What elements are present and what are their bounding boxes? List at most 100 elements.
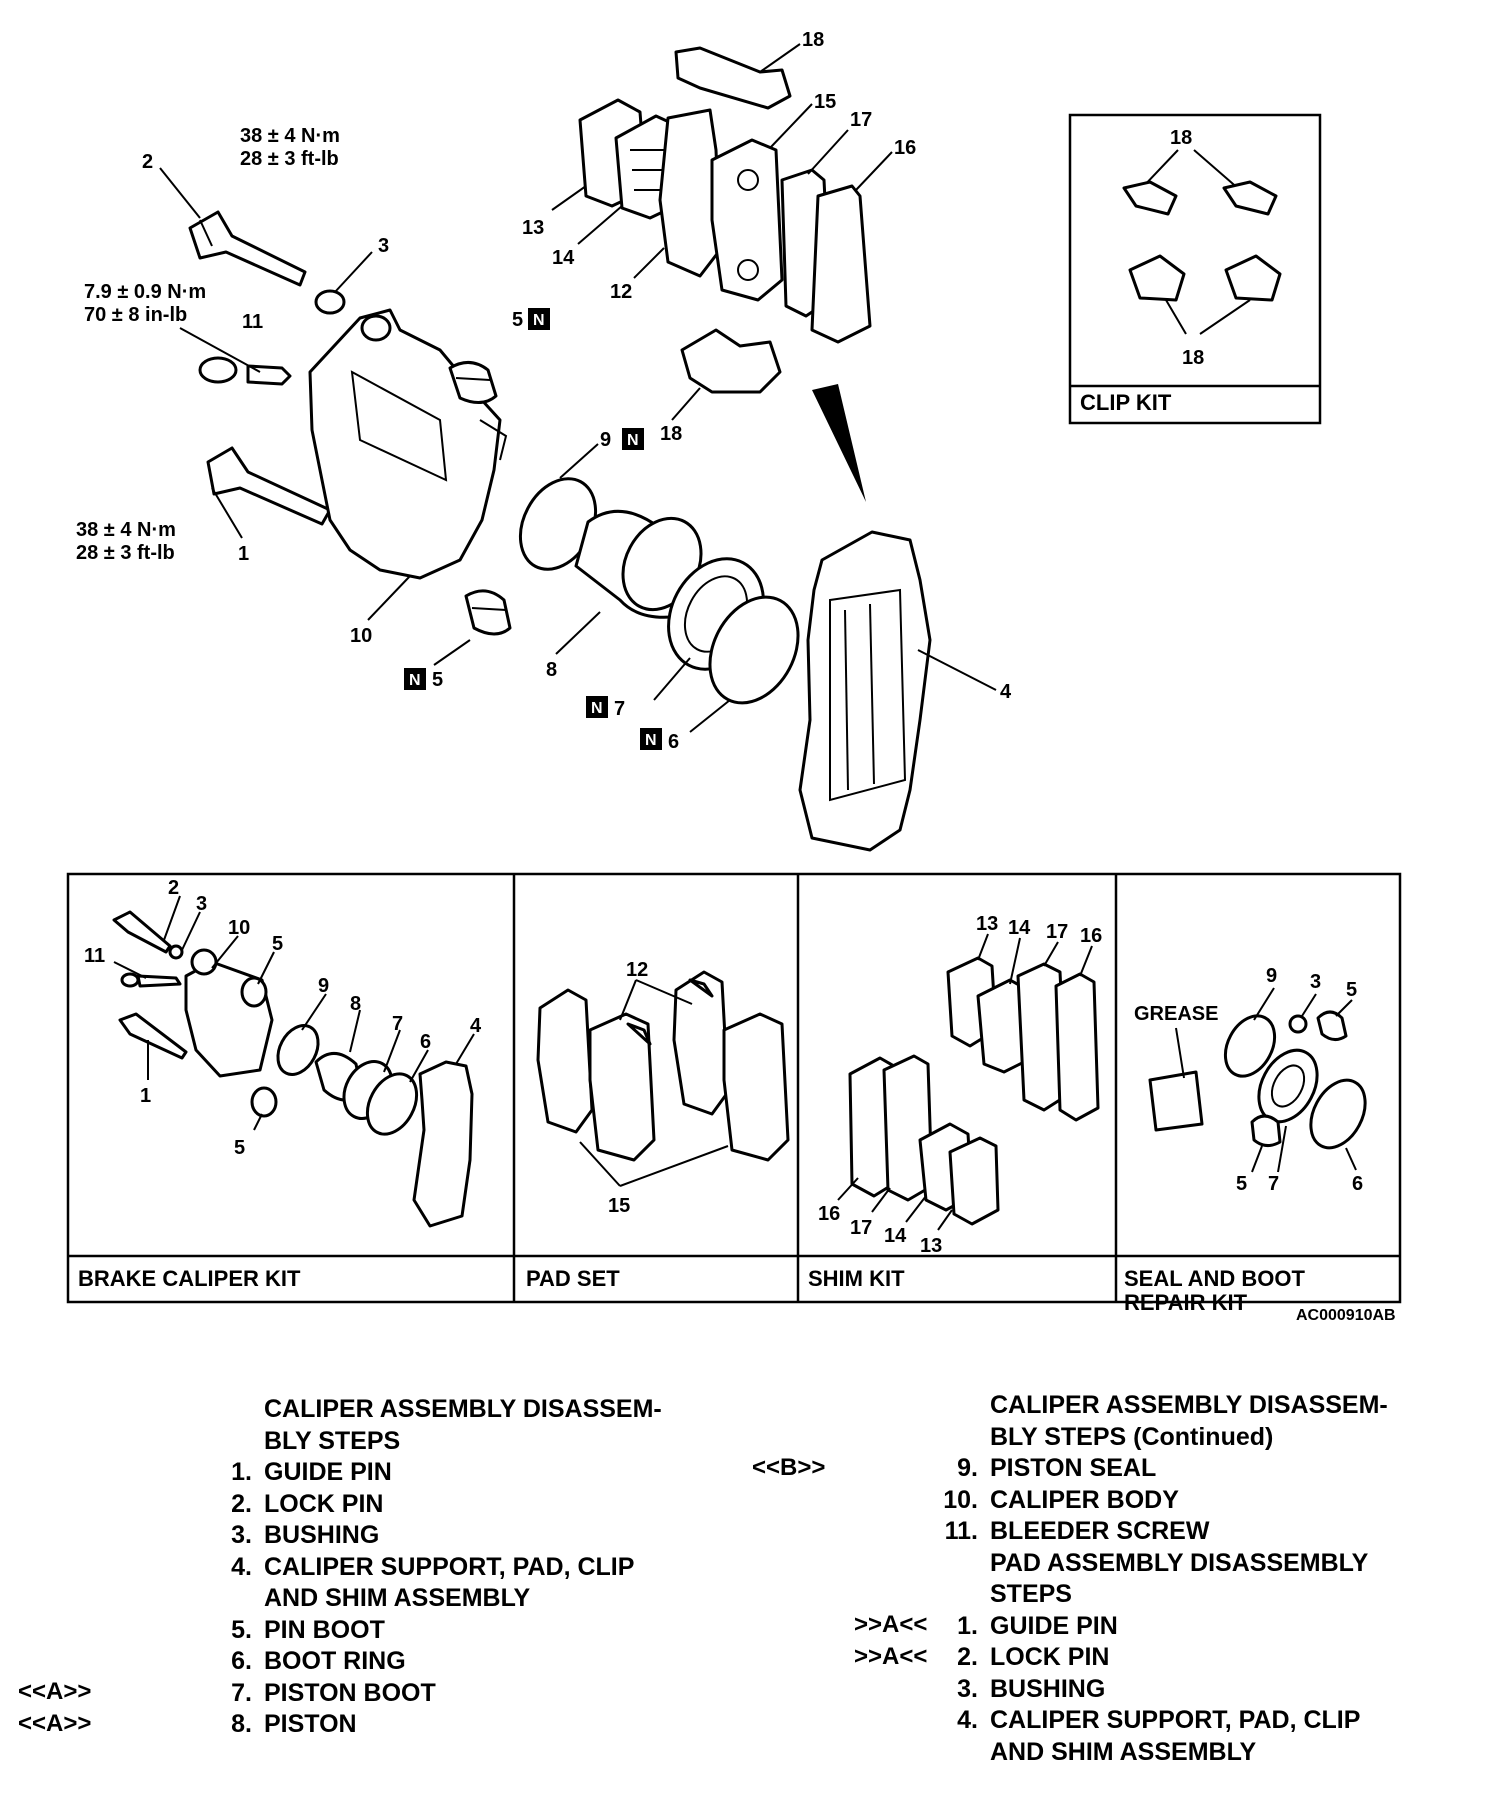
service-mark-a-step8: <<A>> — [18, 1710, 92, 1737]
kit1-callout-7: 7 — [392, 1013, 403, 1035]
caliper-support-part — [798, 530, 932, 852]
clip-kit-box: 18 18 CLIP KIT — [1068, 113, 1322, 425]
step-row: 6.BOOT RING — [208, 1646, 728, 1678]
step-text: LOCK PIN — [264, 1489, 384, 1518]
shim-kit-illustration — [848, 956, 1100, 1226]
seal-boot-kit-label-line1: SEAL AND BOOT — [1124, 1266, 1305, 1291]
lock-pin-torque-nm: 38 ± 4 N·m — [240, 125, 340, 147]
pad-set-label: PAD SET — [526, 1266, 620, 1291]
pad-step-row: 2.LOCK PIN — [934, 1642, 1474, 1674]
callout-18-lower: 18 — [660, 423, 682, 445]
kit1-callout-8: 8 — [350, 993, 361, 1015]
callout-5-lower: 5 — [432, 669, 443, 691]
new-part-mark-6-letter: N — [645, 732, 657, 749]
step-row: 3.BUSHING — [208, 1520, 728, 1552]
seal-kit-callout-9: 9 — [1266, 965, 1277, 987]
step-row: 9.PISTON SEAL — [934, 1453, 1474, 1485]
steps-continued-heading-line1: CALIPER ASSEMBLY DISASSEM- — [990, 1391, 1388, 1419]
step-row: 10.CALIPER BODY — [934, 1485, 1474, 1517]
seal-kit-callout-5-bottom: 5 — [1236, 1173, 1247, 1195]
pad-step-row: 1.GUIDE PIN — [934, 1611, 1474, 1643]
pad-set-callout-12: 12 — [626, 959, 648, 981]
pad-set-callout-15: 15 — [608, 1195, 630, 1217]
brake-caliper-kit-illustration — [112, 910, 474, 1228]
new-part-mark-9 — [622, 428, 644, 450]
bleeder-screw-part — [198, 356, 292, 386]
pad-15-part — [710, 138, 784, 302]
service-mark-a-pad-step2: >>A<< — [854, 1643, 928, 1670]
seal-kit-callout-3: 3 — [1310, 971, 1321, 993]
service-mark-a-pad-step1: >>A<< — [854, 1611, 928, 1638]
step-text: CALIPER SUPPORT, PAD, CLIP — [990, 1706, 1361, 1734]
step-text: CALIPER SUPPORT, PAD, CLIP — [264, 1552, 635, 1581]
shim-kit-callout-16-top: 16 — [1080, 925, 1102, 947]
step-text: BOOT RING — [264, 1647, 406, 1675]
kit1-callout-3: 3 — [196, 893, 207, 915]
assembly-direction-arrow — [812, 384, 866, 502]
kit1-callout-9: 9 — [318, 975, 329, 997]
service-mark-b-step9: <<B>> — [752, 1454, 826, 1481]
brake-caliper-kit-label: BRAKE CALIPER KIT — [78, 1266, 301, 1291]
step-text: LOCK PIN — [990, 1643, 1110, 1671]
callout-15: 15 — [814, 91, 836, 113]
step-row: AND SHIM ASSEMBLY — [208, 1583, 728, 1615]
step-text: PISTON — [264, 1710, 357, 1738]
callout-1: 1 — [238, 543, 249, 565]
step-row: 5.PIN BOOT — [208, 1615, 728, 1647]
step-text: BUSHING — [264, 1521, 380, 1549]
kit1-callout-5-upper: 5 — [272, 933, 283, 955]
callout-16: 16 — [894, 137, 916, 159]
step-text: PISTON BOOT — [264, 1678, 436, 1707]
callout-2: 2 — [142, 151, 153, 173]
kit1-callout-11: 11 — [84, 945, 105, 967]
step-text: BLEEDER SCREW — [990, 1517, 1210, 1545]
callout-4: 4 — [1000, 681, 1012, 703]
guide-pin-torque-ftlb: 28 ± 3 ft-lb — [76, 542, 175, 564]
callout-7: 7 — [614, 698, 625, 720]
clip-kit-callout-18-bottom: 18 — [1182, 347, 1204, 369]
callout-3: 3 — [378, 235, 389, 257]
pad-step-row: 4.CALIPER SUPPORT, PAD, CLIP — [934, 1705, 1474, 1737]
kit1-callout-5-lower: 5 — [234, 1137, 245, 1159]
callout-11: 11 — [242, 311, 263, 333]
step-text: PIN BOOT — [264, 1615, 385, 1644]
callout-13: 13 — [522, 217, 544, 239]
new-part-mark-7 — [586, 696, 608, 718]
caliper-body-part — [308, 308, 508, 580]
boot-ring-part — [708, 595, 800, 705]
new-part-mark-5-lower — [404, 668, 426, 690]
shim-kit-callout-16-bottom: 16 — [818, 1203, 840, 1225]
callout-12: 12 — [610, 281, 632, 303]
pin-boot-lower-part — [464, 589, 512, 636]
caliper-exploded-diagram: 38 ± 4 N·m 28 ± 3 ft-lb 7.9 ± 0.9 N·m 70… — [66, 29, 1402, 1320]
shim-kit-callout-13-top: 13 — [976, 913, 998, 935]
figure-code: AC000910AB — [1296, 1307, 1396, 1320]
shim-kit-callout-14-bottom: 14 — [884, 1225, 907, 1247]
new-part-mark-5-lower-letter: N — [409, 672, 421, 689]
step-text: PISTON SEAL — [990, 1454, 1157, 1482]
step-row: 8.PISTON — [208, 1709, 728, 1741]
step-row: 4.CALIPER SUPPORT, PAD, CLIP — [208, 1552, 728, 1584]
step-text: AND SHIM ASSEMBLY — [264, 1584, 531, 1612]
grease-label: GREASE — [1134, 1003, 1218, 1025]
kit1-callout-6: 6 — [420, 1031, 431, 1053]
pad-12-part — [658, 108, 722, 278]
kit1-callout-10: 10 — [228, 917, 250, 939]
kit1-callout-4: 4 — [470, 1015, 482, 1037]
step-row: 1.GUIDE PIN — [208, 1457, 728, 1489]
bleeder-torque-inlb: 70 ± 8 in-lb — [84, 304, 187, 326]
new-part-mark-9-letter: N — [627, 432, 639, 449]
lock-pin-torque-ftlb: 28 ± 3 ft-lb — [240, 148, 339, 170]
kit1-callout-1: 1 — [140, 1085, 151, 1107]
callout-17: 17 — [850, 109, 872, 131]
lock-pin-part — [188, 210, 307, 287]
shim-kit-callout-14-top: 14 — [1008, 917, 1031, 939]
new-part-mark-7-letter: N — [591, 700, 603, 717]
bleeder-torque-nm: 7.9 ± 0.9 N·m — [84, 281, 206, 303]
seal-kit-callout-7: 7 — [1268, 1173, 1279, 1195]
seal-boot-kit-illustration — [1148, 1010, 1367, 1150]
step-text: GUIDE PIN — [990, 1611, 1118, 1640]
shim-kit-callout-13-bottom: 13 — [920, 1235, 942, 1257]
caliper-disassembly-steps-continued: CALIPER ASSEMBLY DISASSEM- BLY STEPS (Co… — [934, 1390, 1474, 1768]
guide-pin-part — [206, 446, 332, 526]
